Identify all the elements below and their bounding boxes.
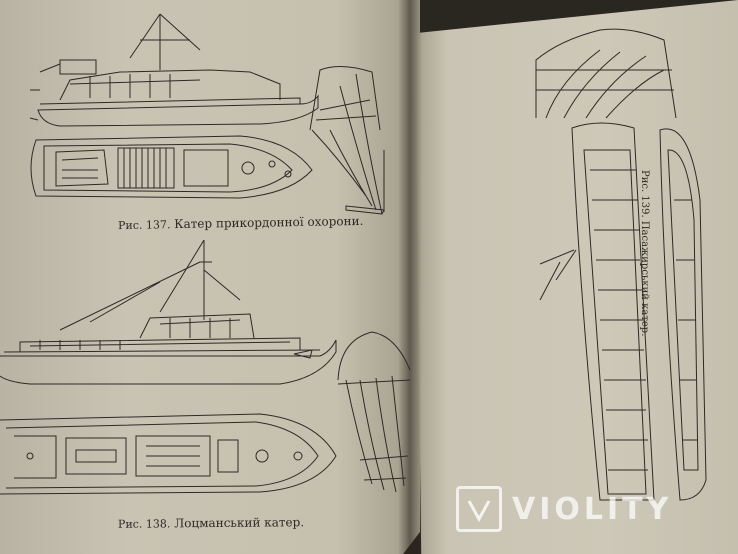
watermark: VIOLITY [456,484,672,534]
passenger-boat-body-plan [535,28,677,119]
patrol-boat-plan-view [30,135,313,199]
pilot-boat-plan-view [0,413,337,495]
figure-139-title: Пасажирський катер. [639,220,650,337]
patrol-boat-side-view [29,13,319,127]
figure-137-number: Рис. 137. [117,218,171,233]
patrol-boat-body-plan [309,66,385,215]
watermark-text: VIOLITY [512,491,673,527]
passenger-boat-plan-view [659,128,707,501]
pilot-boat-side-view [0,239,337,385]
pilot-boat-body-plan [337,331,411,493]
figure-138-title: Лоцманський катер. [174,515,305,531]
figure-138-caption: Рис. 138. Лоцманський катер. [118,515,304,531]
figure-139-number: Рис. 139. [639,170,650,218]
passenger-boat-side-view [539,122,655,501]
figure-138-number: Рис. 138. [117,517,171,531]
right-page [414,0,738,554]
violity-logo-icon [456,486,502,532]
book-gutter [398,0,422,554]
figure-139-caption: Рис. 139. Пасажирський катер. [639,170,650,336]
